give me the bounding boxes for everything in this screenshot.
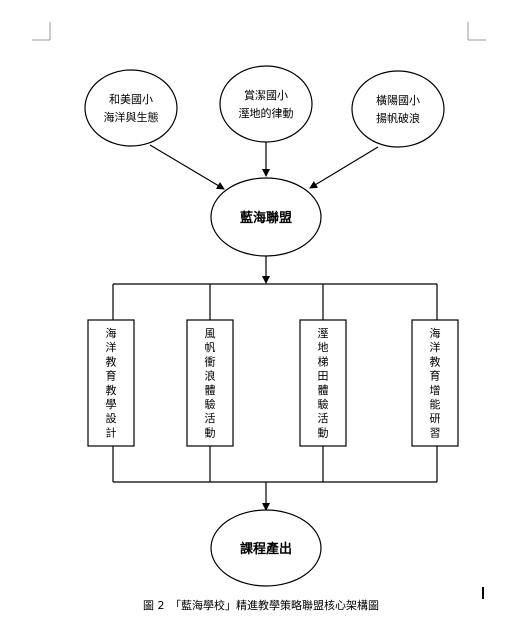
activity-3-char-2: 地 [318, 341, 329, 354]
activity-4-char-8: 習 [430, 426, 441, 439]
activity-1-char-1: 海 [106, 326, 117, 340]
activity-4-char-1: 海 [430, 326, 441, 340]
text-cursor [482, 587, 484, 599]
activity-2-char-8: 動 [205, 425, 216, 439]
activity-2-char-4: 浪 [205, 369, 216, 383]
activity-1-char-5: 教 [106, 384, 117, 397]
activity-4-char-7: 研 [430, 412, 441, 425]
figure-caption: 圖 2 「藍海學校」精進教學策略聯盟核心架構圖 [143, 599, 379, 612]
page-corner-marks [32, 22, 486, 41]
activity-4-char-2: 洋 [430, 340, 441, 354]
activity-3-char-3: 梯 [318, 355, 329, 368]
center-node-label: 藍海聯盟 [240, 210, 292, 226]
activity-4-char-6: 能 [430, 397, 441, 411]
school-node-3: 橫陽國小 揚帆破浪 [351, 70, 445, 148]
arrows-to-center [149, 142, 379, 190]
activity-3-char-4: 田 [318, 370, 329, 383]
activity-2-char-1: 風 [205, 327, 216, 340]
activity-3-char-5: 體 [318, 384, 329, 397]
activity-1-char-2: 洋 [106, 340, 117, 354]
activity-1-char-3: 教 [106, 355, 117, 368]
activity-1-char-4: 育 [106, 369, 117, 383]
center-node: 藍海聯盟 [210, 177, 322, 257]
school-node-3-line-1: 橫陽國小 [376, 93, 420, 107]
activity-2-char-2: 帆 [205, 340, 216, 354]
output-node: 課程產出 [210, 509, 322, 587]
school-node-1: 和美國小 海洋與生態 [84, 69, 178, 147]
activity-3-char-6: 驗 [318, 397, 329, 411]
school-node-1-line-2: 海洋與生態 [104, 110, 159, 124]
activity-1-char-8: 計 [106, 425, 117, 439]
school-node-2: 賞潔國小 溼地的律動 [219, 65, 313, 143]
school-node-3-line-2: 揚帆破浪 [376, 111, 420, 125]
school-node-1-line-1: 和美國小 [109, 93, 153, 106]
output-node-label: 課程產出 [240, 541, 292, 557]
school-node-2-line-1: 賞潔國小 [244, 88, 288, 102]
activity-2-char-7: 活 [205, 412, 216, 425]
activity-2-char-6: 驗 [205, 397, 216, 411]
activity-1-char-7: 設 [106, 411, 117, 425]
activity-4-char-5: 增 [430, 383, 441, 397]
activity-1-char-6: 學 [106, 398, 117, 411]
activity-2-char-5: 體 [205, 384, 216, 397]
activity-4-char-4: 育 [430, 369, 441, 383]
activity-2-char-3: 衝 [205, 354, 216, 368]
activity-3-char-1: 溼 [318, 327, 329, 340]
school-node-2-line-2: 溼地的律動 [239, 106, 294, 120]
distribution-lines [112, 283, 438, 483]
activity-3-char-7: 活 [318, 412, 329, 425]
activity-3-char-8: 動 [318, 425, 329, 439]
activity-4-char-3: 教 [430, 355, 441, 368]
